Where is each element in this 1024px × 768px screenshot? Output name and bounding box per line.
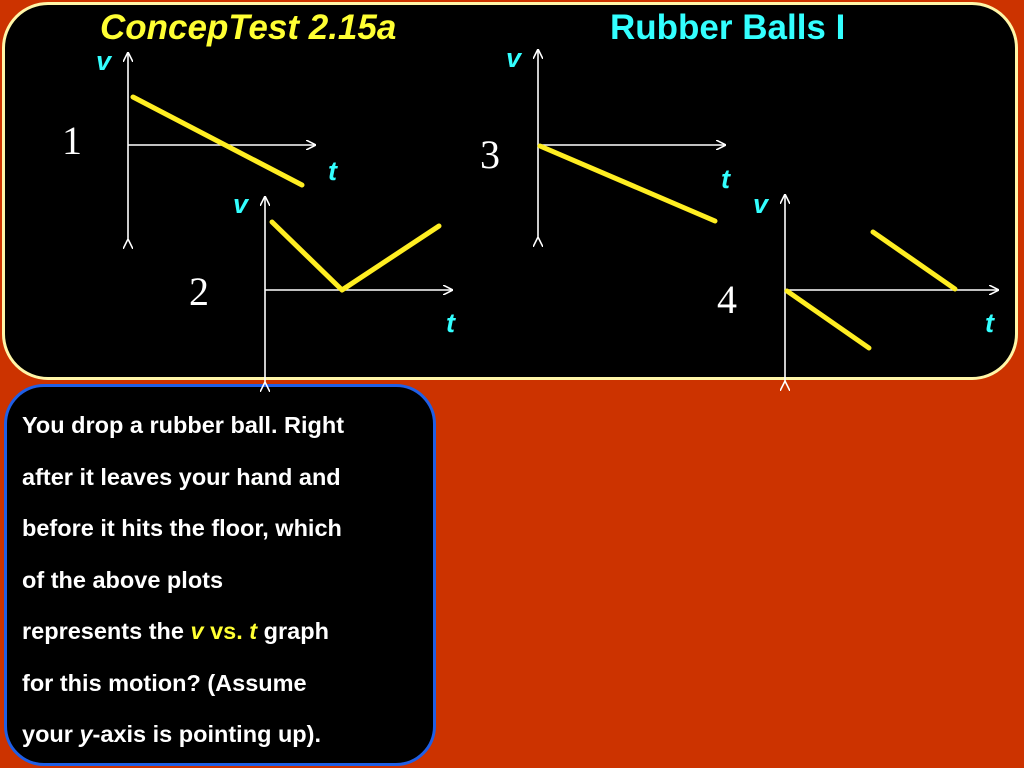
plot-1-curve: [130, 94, 305, 188]
plot-3-curve: [537, 143, 718, 224]
plot-2-number: 2: [189, 269, 209, 314]
conceptest-title: ConcepTest 2.15a: [100, 8, 397, 47]
plots-diagram: 1 v t 2 v t 3 v t 4 v t: [62, 43, 1024, 390]
question-line-7-pre: your: [22, 721, 80, 747]
question-line-7-post: -axis is pointing up).: [92, 721, 322, 747]
question-text: You drop a rubber ball. Right after it l…: [22, 400, 422, 761]
question-line-5-post: graph: [257, 618, 329, 644]
question-v-symbol: v: [190, 618, 204, 644]
plot-1-number: 1: [62, 118, 82, 163]
plot-2-t-label: t: [446, 308, 456, 338]
plot-1-t-label: t: [328, 156, 338, 186]
plot-4-number: 4: [717, 277, 737, 322]
question-vs-word: vs.: [203, 618, 250, 644]
plot-4-curve-second: [870, 229, 958, 292]
plot-2-v-label: v: [233, 189, 250, 219]
question-t-symbol: t: [249, 618, 258, 644]
plot-4: 4 v t: [717, 189, 998, 382]
plot-3: 3 v t: [480, 43, 731, 238]
plot-3-t-label: t: [721, 164, 731, 194]
question-line-4: of the above plots: [22, 566, 224, 593]
plot-3-number: 3: [480, 132, 500, 177]
plot-4-v-label: v: [753, 189, 770, 219]
question-line-5: represents the v vs. t graph: [22, 606, 422, 658]
plot-1-v-label: v: [96, 46, 113, 76]
plots-panel: [2, 2, 1018, 380]
plot-4-t-label: t: [985, 308, 995, 338]
plot-4-curve-first: [784, 288, 872, 351]
question-line-1: You drop a rubber ball. Right: [22, 412, 345, 438]
plot-1: 1 v t: [62, 46, 338, 240]
question-line-5-pre: represents the: [22, 618, 191, 644]
question-line-7: your y-axis is pointing up).: [22, 709, 422, 761]
question-panel: [4, 384, 436, 766]
plot-2: 2 v t: [189, 189, 456, 383]
question-line-2: after it leaves your hand and: [22, 463, 341, 490]
question-y-symbol: y: [79, 721, 93, 747]
topic-title: Rubber Balls I: [610, 8, 846, 47]
question-line-3: before it hits the floor, which: [22, 515, 342, 541]
plot-3-v-label: v: [506, 43, 523, 73]
plot-2-curve: [269, 219, 442, 293]
question-line-6: for this motion? (Assume: [22, 669, 307, 696]
